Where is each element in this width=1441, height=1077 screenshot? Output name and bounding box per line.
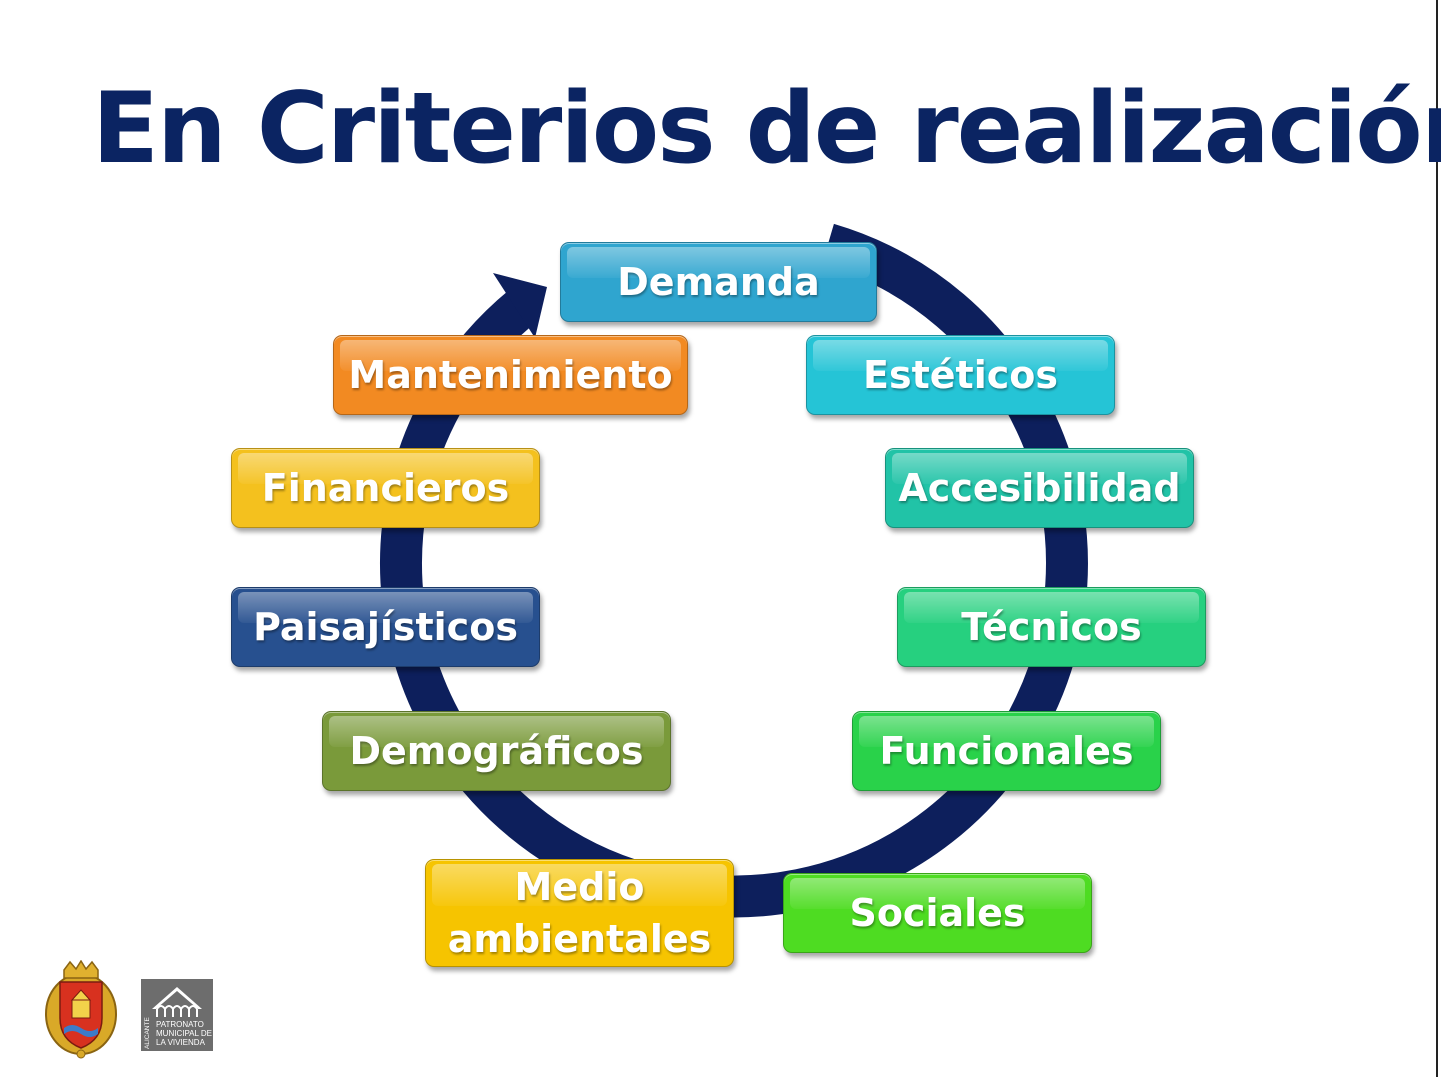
cycle-item-label: Estéticos [863,353,1058,397]
cycle-item-medio-ambientales: Medio ambientales [425,859,734,967]
cycle-item-demograficos: Demográficos [322,711,671,791]
patronato-line-2: MUNICIPAL DE [156,1029,212,1038]
patronato-line-1: PATRONATO [156,1020,204,1029]
cycle-arrowhead [493,273,547,338]
slide-title: En Criterios de realización [92,72,1441,186]
cycle-item-esteticos: Estéticos [806,335,1115,415]
cycle-item-label: Demanda [617,260,820,304]
cycle-item-label: Funcionales [879,729,1134,773]
cycle-item-sociales: Sociales [783,873,1092,953]
patronato-line-3: LA VIVIENDA [156,1038,206,1047]
coat-of-arms-logo [45,960,117,1059]
cycle-item-mantenimiento: Mantenimiento [333,335,688,415]
patronato-logo: ALICANTE PATRONATO MUNICIPAL DE LA VIVIE… [141,979,213,1051]
cycle-item-label: Accesibilidad [898,466,1181,510]
cycle-item-label: Demográficos [349,729,644,773]
patronato-city-text: ALICANTE [144,1017,151,1049]
slide-edge-line [1436,0,1438,1077]
cycle-item-paisajisticos: Paisajísticos [231,587,540,667]
cycle-item-funcionales: Funcionales [852,711,1161,791]
cycle-item-financieros: Financieros [231,448,540,528]
cycle-item-tecnicos: Técnicos [897,587,1206,667]
cycle-item-label: Financieros [261,466,510,510]
cycle-item-label: Mantenimiento [348,353,673,397]
cycle-item-demanda: Demanda [560,242,877,322]
cycle-item-label: Sociales [849,891,1026,935]
cycle-item-label: Medio ambientales [447,865,712,961]
cycle-item-label: Paisajísticos [253,605,518,649]
cycle-item-label: Técnicos [961,605,1142,649]
cycle-item-accesibilidad: Accesibilidad [885,448,1194,528]
